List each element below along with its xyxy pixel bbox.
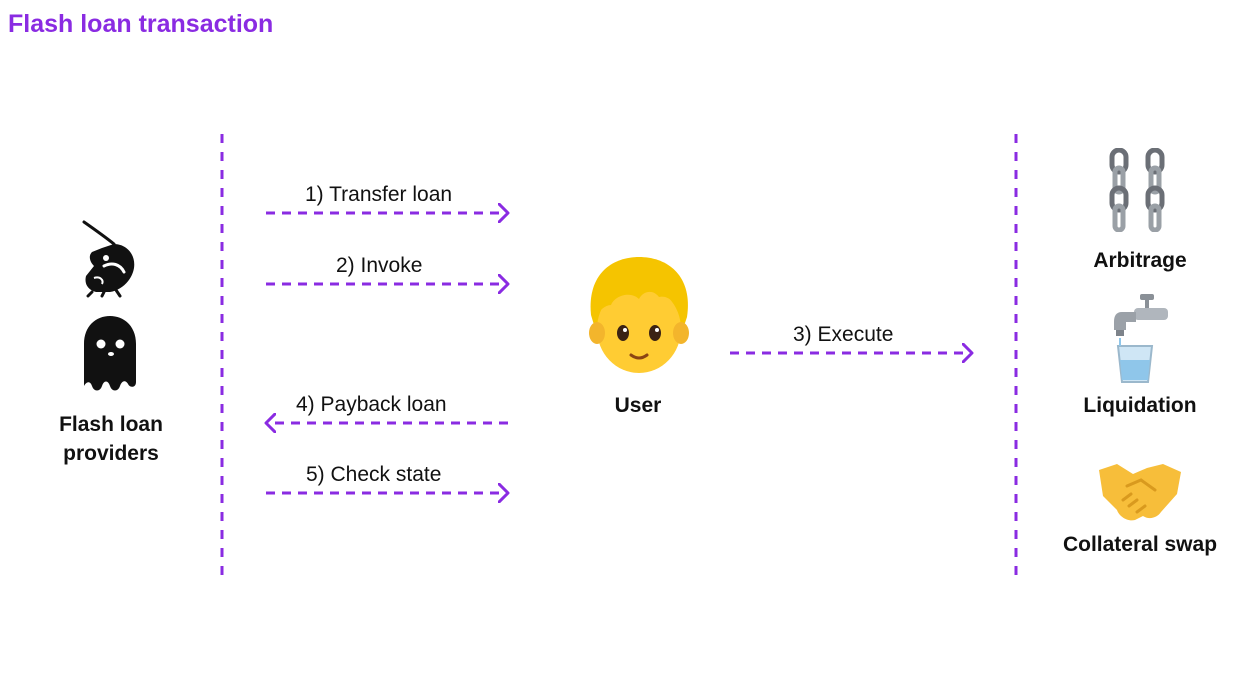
- chains-icon: [1109, 148, 1165, 232]
- handshake-icon: [1099, 464, 1181, 521]
- user-label: User: [614, 394, 662, 417]
- step-label-execute: 3) Execute: [793, 323, 894, 346]
- providers-label: Flash loan providers: [59, 413, 163, 465]
- step-label-transfer-loan: 1) Transfer loan: [305, 183, 453, 206]
- step-label-check-state: 5) Check state: [306, 463, 442, 486]
- step-label-payback-loan: 4) Payback loan: [296, 393, 447, 416]
- unicorn-logo-icon: [82, 220, 135, 298]
- step-label-invoke: 2) Invoke: [336, 254, 423, 277]
- ghost-icon: [84, 316, 136, 391]
- use-case-label-arbitrage: Arbitrage: [1093, 249, 1187, 272]
- person-emoji-icon: [589, 257, 689, 373]
- use-case-label-collateral-swap: Collateral swap: [1062, 533, 1218, 556]
- faucet-icon: [1114, 294, 1168, 383]
- use-case-label-liquidation: Liquidation: [1083, 394, 1197, 417]
- diagram-title: Flash loan transaction: [8, 10, 274, 38]
